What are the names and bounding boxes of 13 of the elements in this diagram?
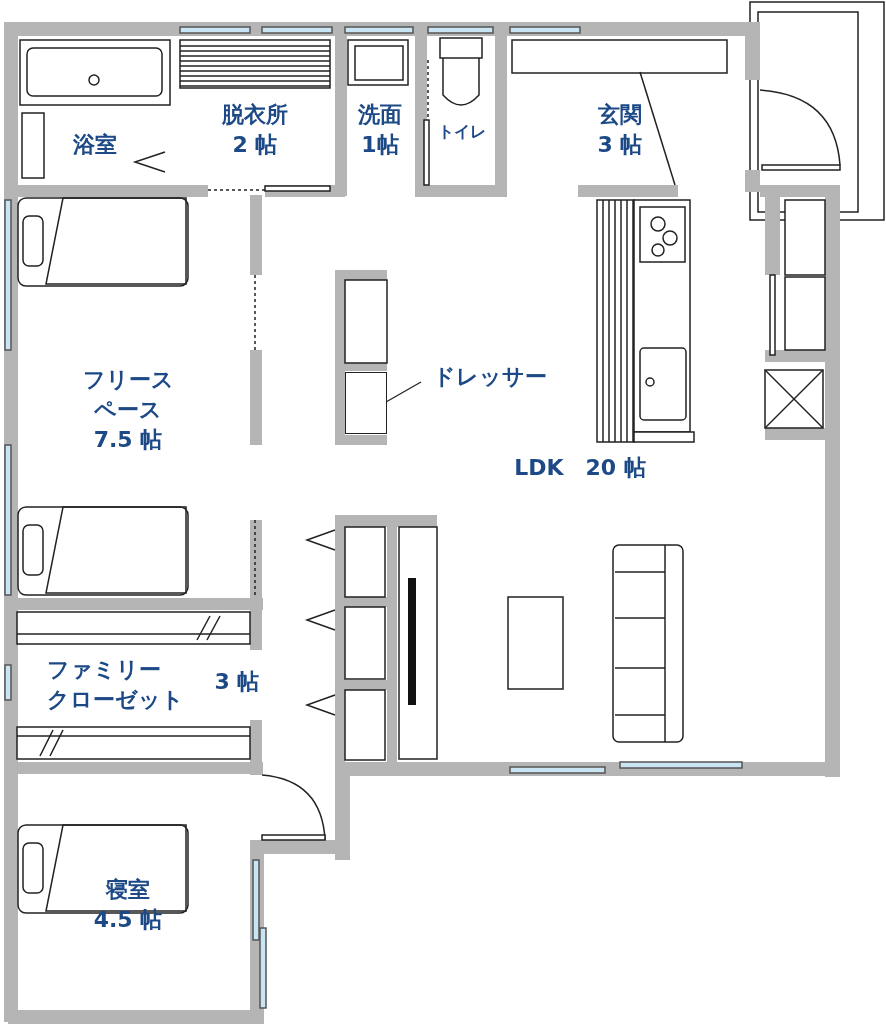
room-label: 玄関3 帖 (597, 101, 643, 159)
room-label: ファミリークローゼット (46, 656, 184, 714)
room-label: フリースペース7.5 帖 (82, 366, 174, 454)
leader-line (385, 381, 422, 403)
dresser-box (345, 372, 387, 434)
room-label: トイレ (438, 121, 486, 143)
room-label: LDK 20 帖 (514, 454, 646, 482)
room-label: 寝室4.5 帖 (93, 876, 163, 934)
room-label: 浴室 (73, 131, 117, 159)
room-label: 脱衣所2 帖 (222, 101, 288, 159)
furniture-label: ドレッサー (433, 362, 547, 392)
room-label: 洗面1帖 (358, 101, 402, 159)
area-label: 3 帖 (214, 668, 260, 696)
